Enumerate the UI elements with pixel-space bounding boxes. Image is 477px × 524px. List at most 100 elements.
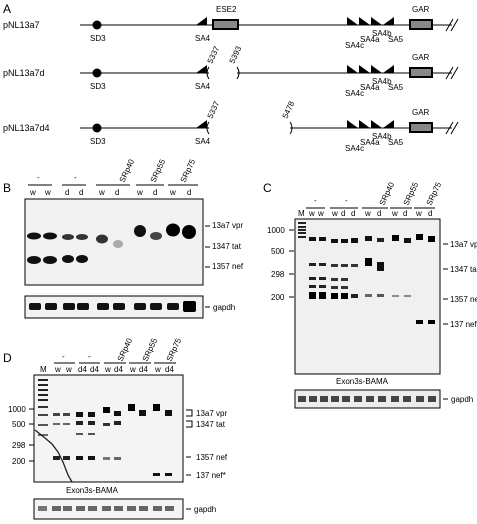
- panel-d-headers: - - SRp40 SRp55 SRp75 M w w d4 d4 w d4 w…: [40, 336, 183, 374]
- sa4b-marker: [371, 17, 382, 25]
- sa4c-label: SA4c: [345, 144, 364, 153]
- size-label: 298: [271, 270, 285, 279]
- group-label: -: [345, 196, 348, 205]
- lane-label: w: [65, 365, 72, 374]
- group-label: SRp40: [116, 336, 135, 362]
- size-label: 500: [12, 420, 26, 429]
- lane-label: d: [115, 188, 119, 197]
- panel-a-label: A: [3, 2, 11, 16]
- lane-label: d: [79, 188, 83, 197]
- construct-name: pNL13a7d: [3, 68, 45, 78]
- size-label: 500: [271, 247, 285, 256]
- lane-label: w: [44, 188, 51, 197]
- lane-label: d4: [165, 365, 174, 374]
- lane-label: d4: [114, 365, 123, 374]
- sd3-marker: [92, 123, 102, 133]
- sa4b-marker: [371, 120, 382, 128]
- construct-name: pNL13a7: [3, 20, 40, 30]
- band-label: 1347 tat: [450, 265, 477, 274]
- panel-c-headers: - - SRp40 SRp55 SRp75 M w w w d d w d w …: [298, 180, 443, 218]
- sa4c-marker: [347, 65, 358, 73]
- band-label: 137 nef*: [196, 471, 226, 480]
- size-label: 298: [12, 441, 26, 450]
- sa4c-label: SA4c: [345, 89, 364, 98]
- band-label: 1347 tat: [196, 420, 226, 429]
- sa4a-marker: [359, 17, 370, 25]
- gar-label: GAR: [412, 53, 430, 62]
- sd3-marker: [92, 68, 102, 78]
- construct-name: pNL13a7d4: [3, 123, 50, 133]
- band-label: 137 nef*: [450, 320, 477, 329]
- construct-pnl13a7d4: pNL13a7d4 5337 5478 SD3 SA4 SA4c SA4a SA…: [3, 99, 459, 153]
- loading-label: gapdh: [194, 505, 216, 514]
- group-label: -: [62, 352, 65, 361]
- break-5337-label: 5337: [206, 99, 222, 119]
- sa5-label: SA5: [388, 138, 404, 147]
- sa4-marker: [196, 65, 207, 73]
- gel-caption: Exon3s-BAMA: [336, 377, 389, 386]
- sa5-label: SA5: [388, 83, 404, 92]
- sd3-label: SD3: [90, 82, 106, 91]
- group-label: SRp40: [378, 180, 397, 206]
- lane-label: w: [54, 365, 61, 374]
- lane-label: w: [104, 365, 111, 374]
- panel-b-gapdh-gel: [24, 295, 204, 319]
- sa4-label: SA4: [195, 34, 211, 43]
- group-label: SRp75: [179, 157, 198, 183]
- lane-label: d: [65, 188, 69, 197]
- lane-label: d: [341, 209, 345, 218]
- band-label: 13a7 vpr: [196, 409, 227, 418]
- sa4-label: SA4: [195, 137, 211, 146]
- sa5-marker: [383, 65, 394, 73]
- break-5478-label: 5478: [281, 99, 297, 119]
- sa5-marker: [383, 120, 394, 128]
- lane-label: w: [129, 365, 136, 374]
- marker-label: M: [40, 365, 47, 374]
- sd3-marker: [92, 20, 102, 30]
- lane-label: w: [29, 188, 36, 197]
- group-label: SRp55: [149, 157, 168, 183]
- sa4b-label: SA4b: [372, 29, 392, 38]
- band-label: 1357 nef: [196, 453, 228, 462]
- group-label: SRp40: [118, 157, 137, 183]
- size-label: 200: [12, 457, 26, 466]
- lane-label: w: [154, 365, 161, 374]
- panel-d-label: D: [3, 351, 12, 365]
- break-5337-label: 5337: [206, 44, 222, 64]
- construct-pnl13a7: pNL13a7 SD3 SA4 ESE2 SA4c SA4a SA4b SA5 …: [3, 5, 459, 50]
- sa4b-label: SA4b: [372, 132, 392, 141]
- sd3-label: SD3: [90, 137, 106, 146]
- group-label: SRp75: [425, 180, 444, 206]
- gel-caption: Exon3s-BAMA: [66, 486, 119, 495]
- sa4c-marker: [347, 120, 358, 128]
- group-label: SRp55: [402, 180, 421, 206]
- lane-label: w: [415, 209, 422, 218]
- size-label: 1000: [8, 405, 26, 414]
- sa4-marker: [196, 17, 207, 25]
- ese2-box: [212, 19, 239, 30]
- sd3-label: SD3: [90, 34, 106, 43]
- sa4a-label: SA4a: [360, 138, 380, 147]
- sa4-marker: [196, 120, 207, 128]
- lane-label: w: [136, 188, 143, 197]
- panel-b-gel: [24, 198, 204, 286]
- gar-label: GAR: [412, 5, 430, 14]
- sa4b-label: SA4b: [372, 77, 392, 86]
- sa4-label: SA4: [195, 82, 211, 91]
- band-label: 1357 nef: [450, 295, 477, 304]
- group-label: SRp75: [165, 336, 184, 362]
- sa5-marker: [383, 17, 394, 25]
- lane-label: d: [351, 209, 355, 218]
- lane-label: w: [364, 209, 371, 218]
- marker-label: M: [298, 209, 305, 218]
- loading-label: gapdh: [213, 303, 235, 312]
- lane-label: w: [308, 209, 315, 218]
- lane-label: w: [331, 209, 338, 218]
- lane-label: d: [187, 188, 191, 197]
- sa4a-marker: [359, 120, 370, 128]
- sa4a-marker: [359, 65, 370, 73]
- lane-label: d: [377, 209, 381, 218]
- sa4a-label: SA4a: [360, 83, 380, 92]
- lane-label: d: [403, 209, 407, 218]
